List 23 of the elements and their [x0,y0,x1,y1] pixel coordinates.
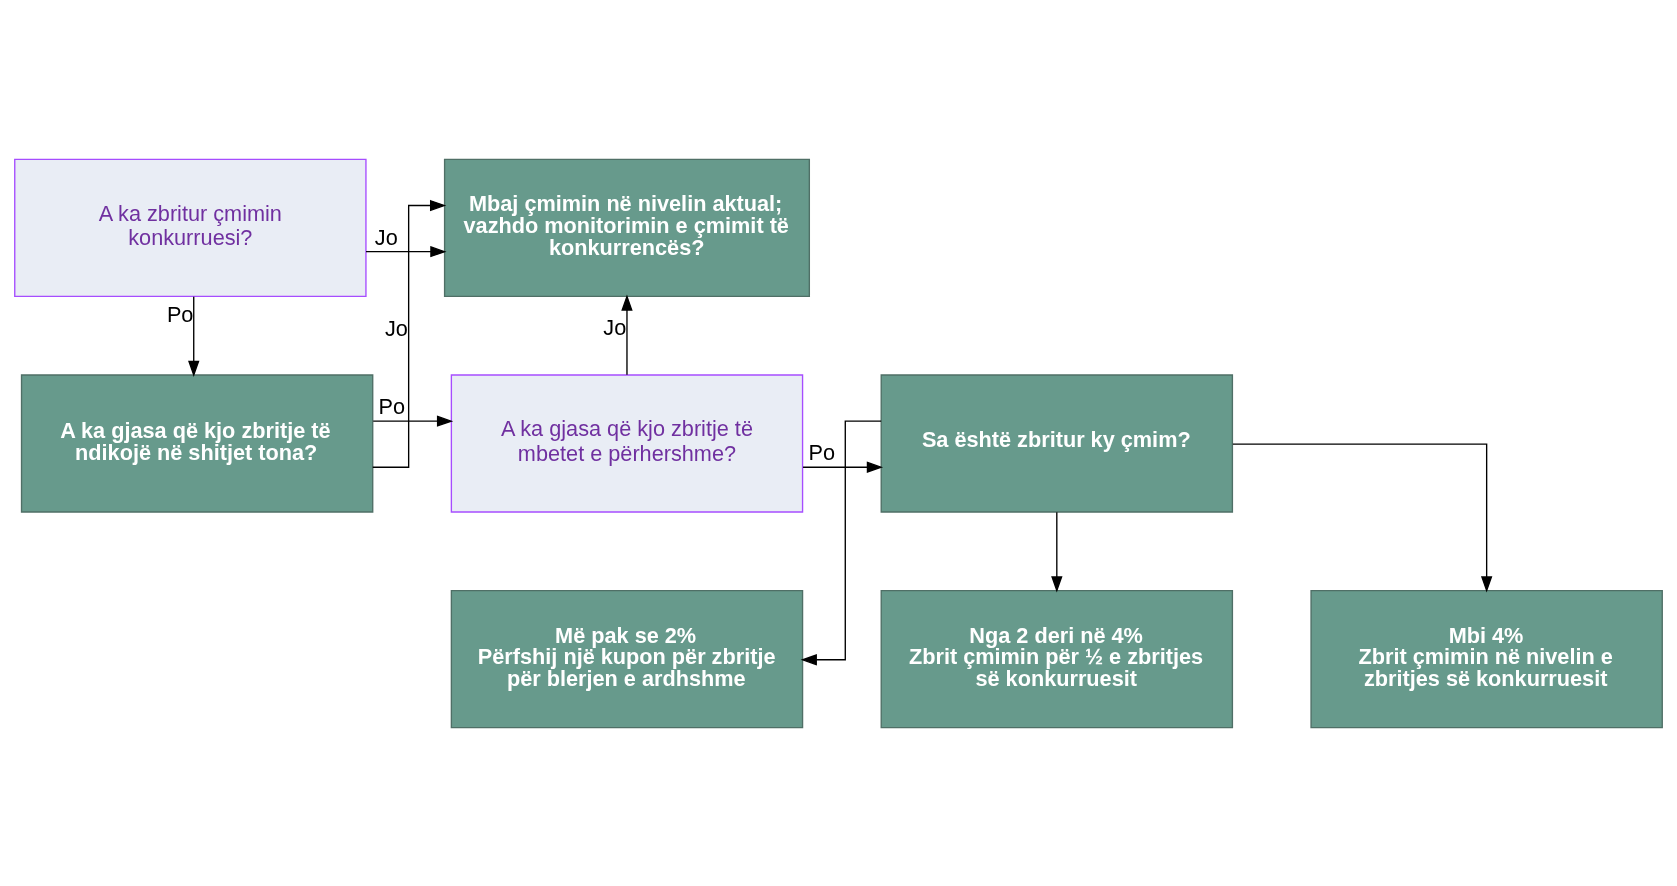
node-box: Mbi 4% Zbrit çmimin në nivelin e zbritjes së konkurruesit [1310,589,1663,728]
arrow [365,245,447,257]
node-box: A ka zbritur çmimin konkurruesi? [14,158,367,297]
arrow [372,199,447,468]
arrow [188,295,200,377]
arrow [1051,511,1063,593]
edge-label: Jo [603,314,627,340]
arrow [802,461,884,473]
node-box: Mbaj çmimin në nivelin aktual; vazhdo monitorimin e çmimit të konkurrencës? [443,158,811,297]
edge-label: Po [166,301,194,327]
node-box: A ka gjasa që kjo zbritje të mbetet e përhershme? [450,373,804,513]
arrow [621,293,633,375]
node-box: Nga 2 deri në 4% Zbrit çmimin për ½ e zbritjes së konkurruesit [880,589,1234,728]
edge-label: Jo [374,224,398,250]
node-box: A ka gjasa që kjo zbritje të ndikojë në shitjet tona? [20,373,374,513]
arrow [800,419,882,665]
arrow [1232,443,1493,593]
edge-label: Po [378,393,406,419]
edge-label: Jo [385,315,408,341]
edge-label: Po [808,439,835,465]
node-box: Më pak se 2% Përfshij një kupon për zbritje për blerjen e ardhshme [450,589,804,728]
arrow [372,414,454,427]
node-box: Sa është zbritur ky çmim? [880,373,1234,513]
